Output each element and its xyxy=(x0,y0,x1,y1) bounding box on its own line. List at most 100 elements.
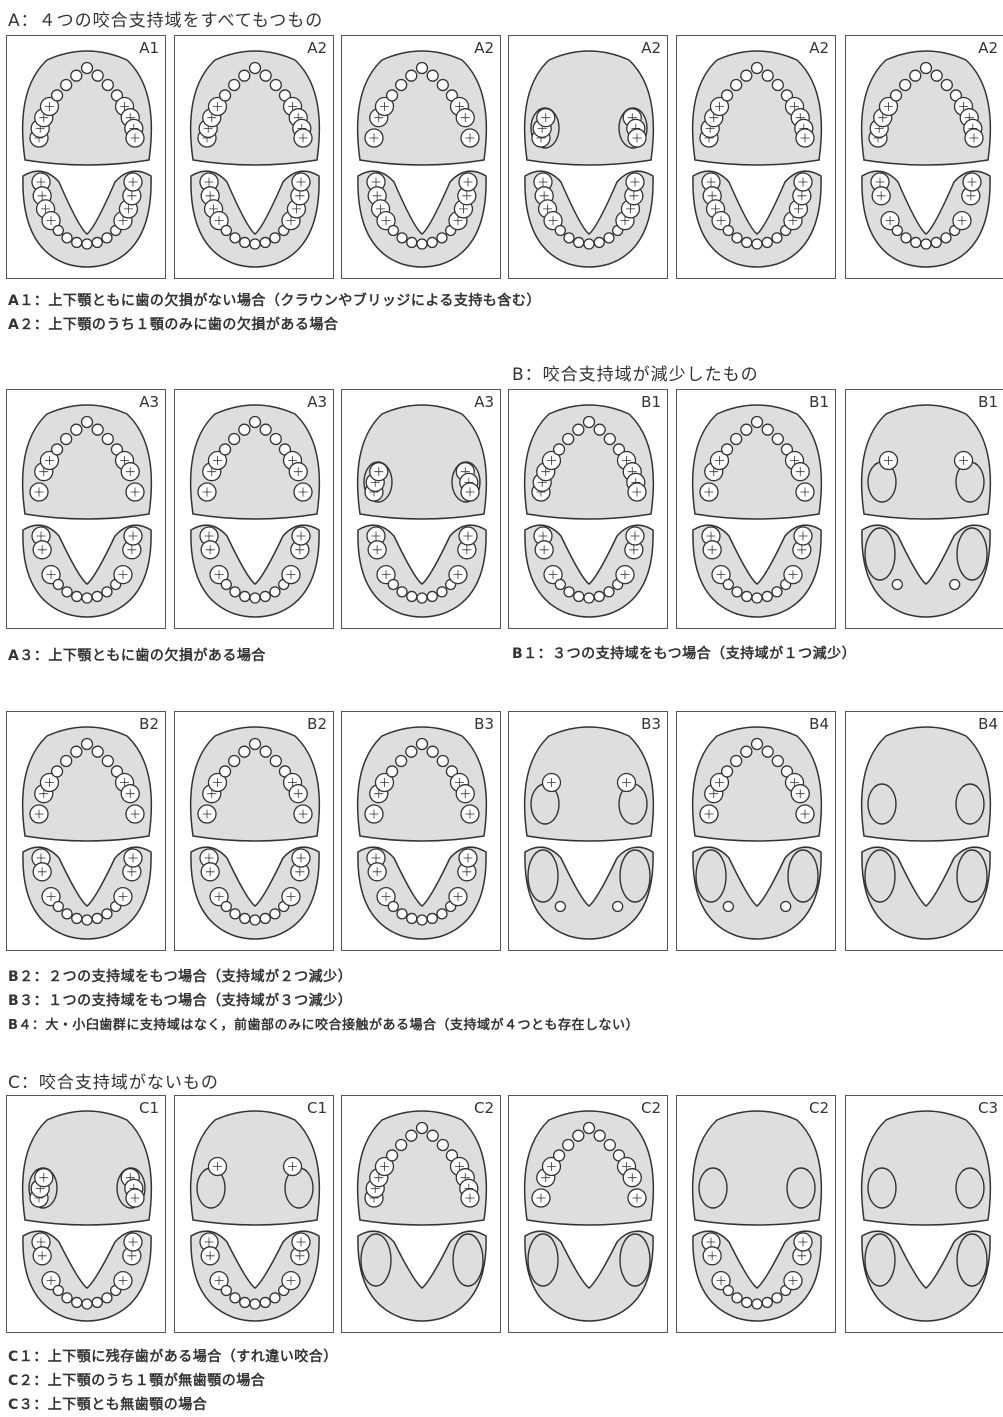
upper-tooth xyxy=(762,746,773,757)
upper-tooth xyxy=(387,1150,398,1161)
upper-tooth xyxy=(260,70,271,81)
upper-tooth xyxy=(102,79,113,90)
jaw-panel: B2 xyxy=(6,711,166,951)
upper-jaw xyxy=(693,51,822,165)
caption-a1: A１：上下顎ともに歯の欠損がない場合（クラウンやブリッジによる支持も含む） xyxy=(8,290,541,310)
panel-label: B1 xyxy=(978,393,998,411)
upper-jaw xyxy=(23,51,152,165)
jaw-diagram xyxy=(7,36,166,279)
upper-tooth xyxy=(752,739,763,750)
lower-arch xyxy=(358,1231,486,1321)
lower-tooth xyxy=(564,233,574,243)
panel-label: B4 xyxy=(809,715,829,733)
lower-tooth xyxy=(388,901,398,911)
lower-tooth xyxy=(62,587,72,597)
upper-tooth xyxy=(437,1139,448,1150)
upper-tooth xyxy=(722,90,733,101)
upper-tooth xyxy=(82,739,93,750)
lower-tooth xyxy=(250,915,260,925)
panel-label: A2 xyxy=(978,39,998,57)
lower-jaw xyxy=(525,171,653,267)
upper-tooth xyxy=(772,755,783,766)
upper-tooth xyxy=(239,424,250,435)
jaw-panel: A1 xyxy=(6,35,166,279)
panel-label: A2 xyxy=(474,39,494,57)
jaw-panel: C1 xyxy=(6,1095,166,1333)
lower-tooth xyxy=(772,233,782,243)
upper-tooth xyxy=(563,1139,574,1150)
lower-tooth xyxy=(102,909,112,919)
lower-tooth xyxy=(230,1293,240,1303)
upper-tooth xyxy=(396,1139,407,1150)
lower-arch xyxy=(693,847,821,939)
lower-tooth xyxy=(407,591,417,601)
lower-tooth xyxy=(417,915,427,925)
caption-c2: C２：上下顎のうち１顎が無歯顎の場合 xyxy=(8,1370,265,1390)
lower-tooth xyxy=(723,1285,733,1295)
lower-tooth xyxy=(407,913,417,923)
upper-tooth xyxy=(741,70,752,81)
lower-tooth xyxy=(427,237,437,247)
upper-tooth xyxy=(762,70,773,81)
upper-tooth xyxy=(427,1130,438,1141)
upper-tooth xyxy=(61,79,72,90)
jaw-diagram xyxy=(846,1096,1003,1333)
upper-tooth xyxy=(891,90,902,101)
jaw-panel: B3 xyxy=(508,711,668,951)
lower-tooth xyxy=(82,239,92,249)
upper-tooth xyxy=(427,746,438,757)
lower-tooth xyxy=(604,233,614,243)
upper-tooth xyxy=(61,433,72,444)
upper-tooth xyxy=(229,433,240,444)
upper-tooth xyxy=(92,70,103,81)
lower-tooth xyxy=(260,913,270,923)
upper-tooth xyxy=(61,755,72,766)
lower-tooth xyxy=(555,225,565,235)
jaw-panel: A2 xyxy=(174,35,334,279)
jaw-diagram xyxy=(342,36,501,279)
upper-tooth xyxy=(406,1130,417,1141)
jaw-diagram xyxy=(175,712,334,951)
lower-jaw xyxy=(525,1231,653,1321)
jaw-diagram xyxy=(677,36,836,279)
lower-tooth xyxy=(407,237,417,247)
lower-tooth xyxy=(62,1293,72,1303)
lower-tooth xyxy=(72,913,82,923)
lower-tooth xyxy=(574,237,584,247)
panel-label: B4 xyxy=(978,715,998,733)
upper-tooth xyxy=(52,766,63,777)
upper-tooth xyxy=(260,746,271,757)
lower-tooth xyxy=(397,587,407,597)
panel-label: B3 xyxy=(474,715,494,733)
jaw-panel: B4 xyxy=(845,711,1003,951)
upper-tooth xyxy=(71,70,82,81)
lower-tooth xyxy=(397,909,407,919)
lower-jaw xyxy=(693,847,821,939)
lower-tooth xyxy=(240,913,250,923)
upper-jaw xyxy=(358,51,487,165)
lower-jaw xyxy=(693,1231,821,1321)
upper-tooth xyxy=(92,424,103,435)
lower-tooth xyxy=(732,233,742,243)
lower-tooth xyxy=(240,591,250,601)
panel-label: C2 xyxy=(809,1099,829,1117)
lower-tooth xyxy=(388,225,398,235)
upper-jaw xyxy=(358,405,487,519)
jaw-panel: B1 xyxy=(845,389,1003,629)
panel-label: B2 xyxy=(139,715,159,733)
jaw-diagram xyxy=(7,390,166,629)
panel-label: C3 xyxy=(978,1099,998,1117)
upper-tooth xyxy=(270,79,281,90)
upper-tooth xyxy=(772,433,783,444)
panel-label: C2 xyxy=(474,1099,494,1117)
lower-tooth xyxy=(270,233,280,243)
panel-label: B3 xyxy=(641,715,661,733)
upper-tooth xyxy=(594,1130,605,1141)
upper-tooth xyxy=(573,1130,584,1141)
lower-tooth xyxy=(921,239,931,249)
upper-tooth xyxy=(921,63,932,74)
upper-jaw xyxy=(191,727,320,841)
upper-tooth xyxy=(406,70,417,81)
upper-tooth xyxy=(752,417,763,428)
lower-jaw xyxy=(358,847,486,939)
